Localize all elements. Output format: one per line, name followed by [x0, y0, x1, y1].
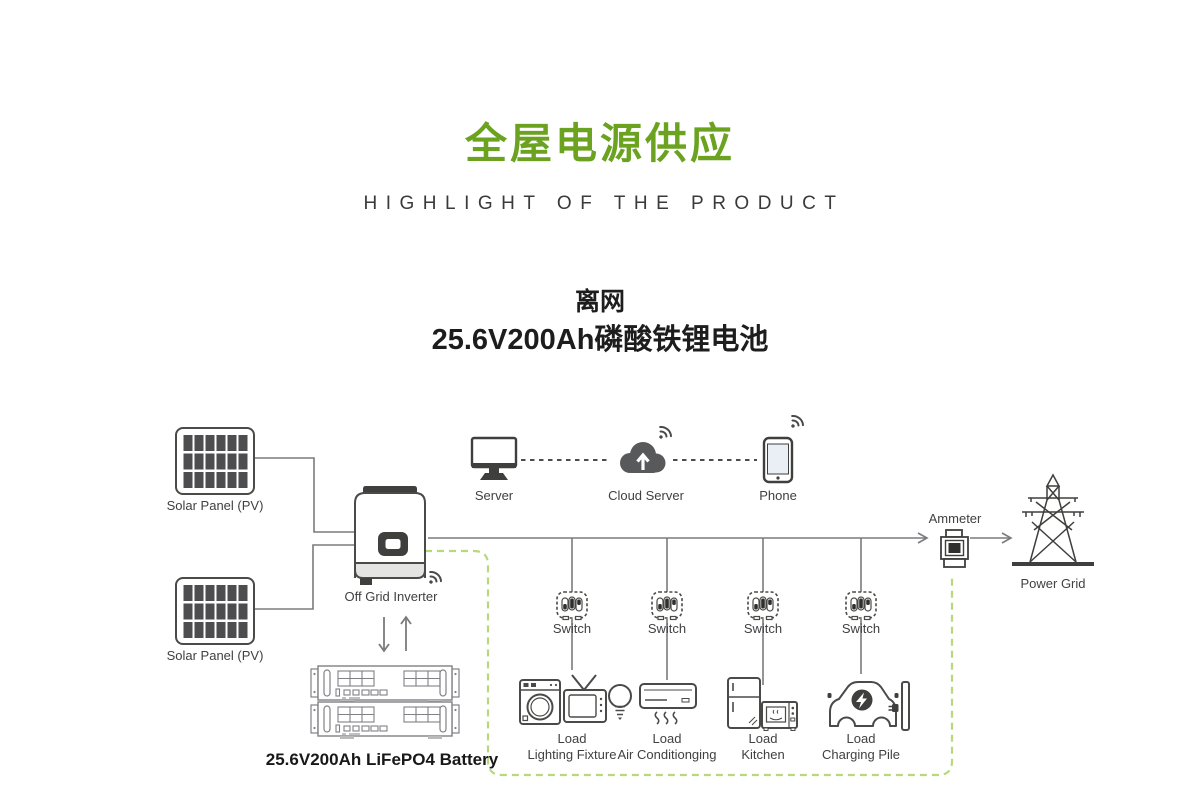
system-diagram	[175, 412, 1094, 777]
ammeter-icon	[940, 529, 969, 568]
server-label: Server	[474, 488, 514, 503]
switch-label: Switch	[743, 621, 783, 636]
wifi-icon	[423, 568, 444, 589]
switch-label: Switch	[552, 621, 592, 636]
phone-label: Phone	[759, 488, 797, 503]
mode-title: 离网	[574, 288, 625, 316]
load-line2: Air Conditionging	[617, 747, 717, 762]
load-line1: Load	[652, 731, 682, 746]
load-label-aircon: Load Air Conditionging	[617, 731, 716, 763]
solar-panel-2-icon	[175, 577, 255, 645]
power-tower-icon	[1012, 473, 1094, 566]
ev-car-icon	[827, 681, 899, 727]
arrow-icon	[917, 532, 929, 544]
load-line1: Load	[846, 731, 876, 746]
cloud-server-label: Cloud Server	[608, 488, 684, 503]
power-grid-label: Power Grid	[1020, 576, 1086, 591]
monitor-icon	[470, 436, 518, 480]
air-conditioner-icon	[639, 683, 697, 725]
switch-label: Switch	[647, 621, 687, 636]
ammeter-label: Ammeter	[928, 511, 982, 526]
inverter-icon	[354, 486, 444, 589]
switch-icon	[845, 591, 877, 621]
load-label-kitchen: Load Kitchen	[741, 731, 784, 763]
charging-pile-icon	[888, 681, 910, 731]
smartphone-icon	[762, 412, 806, 484]
switch-icon	[747, 591, 779, 621]
load-line2: Charging Pile	[821, 747, 901, 762]
microwave-icon	[761, 701, 798, 731]
tv-icon	[563, 674, 607, 723]
energy-flow-arrows	[378, 615, 412, 653]
washing-machine-icon	[519, 679, 561, 725]
cloud-upload-icon	[620, 423, 674, 473]
load-line2: Lighting Fixture	[527, 747, 617, 762]
battery-rack-icon	[310, 665, 460, 740]
backup-loads-boundary	[425, 549, 954, 777]
wifi-icon	[785, 412, 806, 433]
ac-bus-lines	[428, 532, 1013, 685]
page-title: 全屋电源供应	[464, 120, 735, 167]
inverter-label: Off Grid Inverter	[344, 589, 438, 604]
load-line1: Load	[748, 731, 778, 746]
spec-title: 25.6V200Ah磷酸铁锂电池	[431, 324, 769, 356]
load-label-charging: Load Charging Pile	[822, 731, 900, 763]
battery-label: 25.6V200Ah LiFePO4 Battery	[265, 750, 499, 769]
load-label-lighting: Load Lighting Fixture	[528, 731, 617, 763]
light-bulb-icon	[608, 684, 632, 720]
switch-icon	[556, 591, 588, 621]
arrow-icon	[1001, 532, 1013, 544]
solar-panel-1-label: Solar Panel (PV)	[166, 498, 264, 513]
load-line2: Kitchen	[741, 747, 785, 762]
pv-connector-lines	[254, 457, 355, 610]
page-subtitle: HIGHLIGHT OF THE PRODUCT	[363, 193, 845, 214]
solar-panel-1-icon	[175, 427, 255, 495]
fridge-icon	[727, 677, 761, 729]
solar-panel-2-label: Solar Panel (PV)	[166, 648, 264, 663]
switch-label: Switch	[841, 621, 881, 636]
load-line1: Load	[557, 731, 587, 746]
switch-icon	[651, 591, 683, 621]
wifi-icon	[653, 423, 674, 444]
